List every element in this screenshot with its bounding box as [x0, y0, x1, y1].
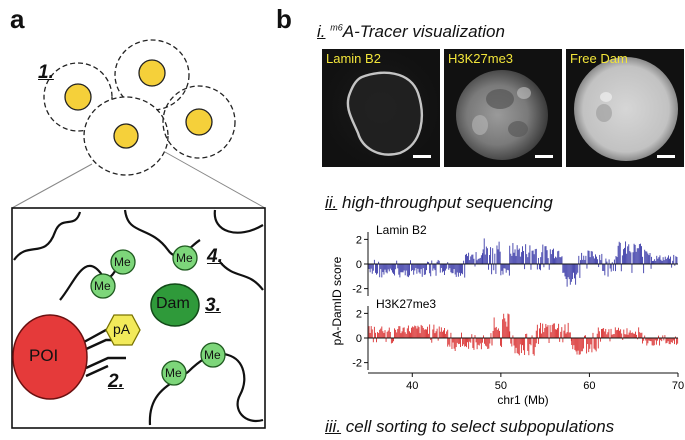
- nucleus-1: [64, 83, 92, 111]
- nucleus-4: [185, 108, 213, 136]
- y-tick-label-1: 2: [356, 308, 362, 320]
- x-tick-label: 50: [495, 380, 507, 392]
- step-3-label: 3.: [205, 295, 221, 316]
- dam-label: Dam: [156, 295, 190, 312]
- micrograph-label-lamin: Lamin B2: [326, 51, 381, 66]
- nucleus-3: [113, 123, 139, 149]
- me-circles: [90, 245, 226, 386]
- step-2-label: 2.: [108, 371, 124, 392]
- scale-bar-2: [535, 155, 553, 158]
- x-tick-label: 60: [583, 380, 595, 392]
- section-ii-title: ii. high-throughput sequencing: [325, 193, 553, 213]
- y-axis-label: pA-DamID score: [330, 256, 344, 345]
- nucleus-2: [138, 59, 166, 87]
- series-bars-0: [367, 238, 678, 287]
- step-1-label: 1.: [38, 62, 54, 83]
- section-i-number: i.: [317, 22, 326, 41]
- cell-3: [83, 96, 169, 176]
- section-i-title: i. m6A-Tracer visualization: [317, 22, 505, 42]
- y-tick-label-0: 0: [356, 259, 362, 271]
- cell-4: [162, 85, 236, 159]
- poi-ellipse: [12, 314, 88, 400]
- me-label-1: Me: [114, 255, 131, 269]
- scale-bar-3: [657, 155, 675, 158]
- section-i-superscript: m6: [330, 22, 343, 33]
- me-label-3: Me: [176, 251, 193, 265]
- series-bars-1: [367, 313, 679, 356]
- micrograph-label-free-dam: Free Dam: [570, 51, 628, 66]
- x-axis-label: chr1 (Mb): [497, 393, 548, 407]
- me-label-2: Me: [94, 279, 111, 293]
- x-tick-label: 40: [406, 380, 418, 392]
- section-iii-text: cell sorting to select subpopulations: [345, 417, 615, 436]
- panel-a-diagram: [11, 39, 266, 429]
- pa-hexagon: [105, 314, 141, 346]
- x-tick-label: 70: [672, 380, 684, 392]
- step-4-label: 4.: [207, 246, 223, 267]
- y-tick-label-1: 0: [356, 333, 362, 345]
- poi-label: POI: [29, 346, 59, 365]
- panel-a-letter: a: [10, 4, 25, 34]
- y-tick-label-0: -2: [352, 284, 362, 296]
- section-ii-number: ii.: [325, 193, 338, 212]
- micrograph-free-dam: Free Dam: [566, 49, 684, 167]
- me-label-5: Me: [165, 366, 182, 380]
- panel-b-letter: b: [276, 4, 292, 34]
- micrograph-label-h3k27me3: H3K27me3: [448, 51, 514, 66]
- y-tick-label-0: 2: [356, 234, 362, 246]
- series-name-1: H3K27me3: [376, 297, 436, 311]
- series-name-0: Lamin B2: [376, 223, 427, 237]
- dam-ellipse: [150, 283, 200, 327]
- section-iii-number: iii.: [325, 417, 342, 436]
- section-iii-title: iii. cell sorting to select subpopulatio…: [325, 417, 614, 437]
- section-ii-text: high-throughput sequencing: [342, 193, 553, 212]
- cell-1: [43, 62, 113, 132]
- zoom-line-left: [11, 163, 93, 209]
- zoom-line-right: [164, 151, 266, 209]
- micrograph-lamin-b2: Lamin B2: [322, 49, 440, 167]
- me-label-4: Me: [204, 348, 221, 362]
- scale-bar-1: [413, 155, 431, 158]
- micrograph-h3k27me3: H3K27me3: [444, 49, 562, 167]
- pa-label: pA: [113, 321, 131, 337]
- section-i-text: A-Tracer visualization: [342, 22, 505, 41]
- y-tick-label-1: -2: [352, 358, 362, 370]
